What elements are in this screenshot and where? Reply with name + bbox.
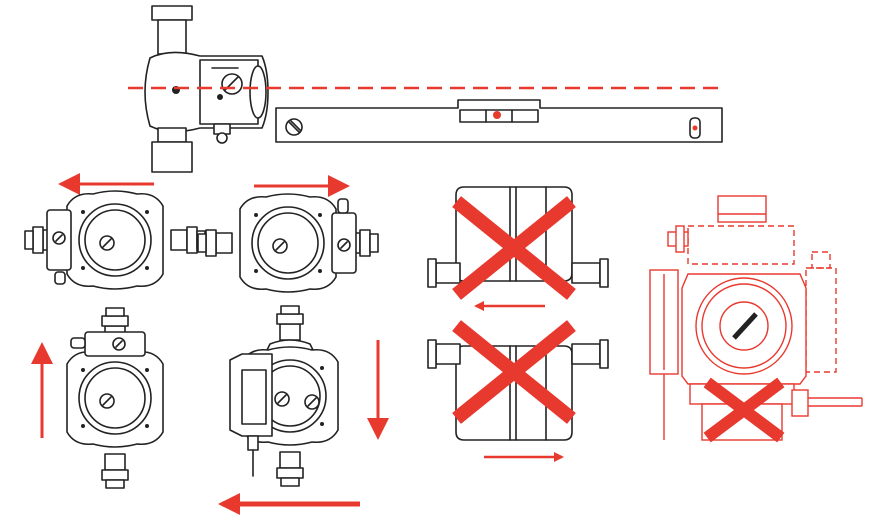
top-union-nut xyxy=(151,5,193,21)
forbidden-cross-icon xyxy=(452,320,576,424)
allowed-position-4 xyxy=(218,305,389,515)
spirit-level xyxy=(275,99,723,143)
top-union xyxy=(717,195,767,223)
forbidden-cross-icon xyxy=(452,196,576,300)
allowed-position-3 xyxy=(31,307,164,489)
level-check-figure xyxy=(128,5,724,173)
level-bubble xyxy=(493,111,501,119)
forbidden-cross-icon xyxy=(703,377,785,443)
terminal-box xyxy=(229,353,273,437)
forbidden-position-1 xyxy=(427,186,609,311)
bottom-union-nut xyxy=(151,141,193,173)
allowed-position-2 xyxy=(197,175,379,293)
forbidden-position-2 xyxy=(427,320,609,462)
forbidden-position-3 xyxy=(649,195,863,443)
allowed-position-1 xyxy=(24,173,206,290)
